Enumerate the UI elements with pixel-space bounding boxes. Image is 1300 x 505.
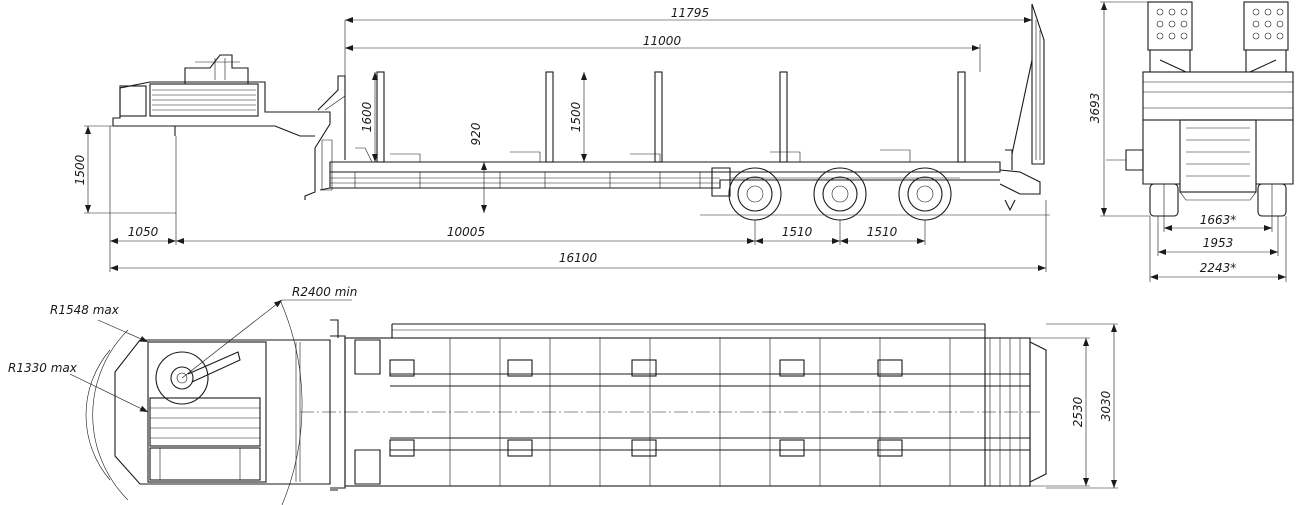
side-view <box>108 3 1050 221</box>
top-view <box>114 319 1047 491</box>
dim-2243: 2243* <box>1200 261 1237 275</box>
dim-1953: 1953 <box>1203 236 1234 250</box>
dim-r1548: R1548 max <box>50 303 120 317</box>
dim-1510-a: 1510 <box>782 225 813 239</box>
dim-10005: 10005 <box>447 225 485 239</box>
dim-1510-b: 1510 <box>867 225 898 239</box>
dim-920: 920 <box>469 122 483 145</box>
rear-view <box>1106 1 1294 217</box>
dim-1500-stake: 1500 <box>569 101 583 132</box>
dim-2530: 2530 <box>1071 396 1085 427</box>
rear-view-dimensions: 3693 1663* 1953 2243* <box>1088 1 1287 282</box>
side-view-dimensions: 11795 11000 1600 1500 920 1500 1050 1000… <box>73 4 1047 272</box>
top-view-dimensions: R1548 max R1330 max R2400 min 2530 3030 <box>8 285 1118 505</box>
dim-11795: 11795 <box>671 6 709 20</box>
dim-1500-height: 1500 <box>73 154 87 185</box>
dim-3030: 3030 <box>1099 390 1113 421</box>
axle-wheels <box>728 167 952 221</box>
dim-16100: 16100 <box>559 251 598 265</box>
dim-3693: 3693 <box>1088 93 1102 124</box>
dim-1050: 1050 <box>128 225 159 239</box>
stake-posts <box>376 71 966 163</box>
dim-1600: 1600 <box>360 101 374 132</box>
dim-1663: 1663* <box>1200 213 1237 227</box>
dim-r1330: R1330 max <box>8 361 78 375</box>
dim-r2400: R2400 min <box>292 285 357 299</box>
dim-11000: 11000 <box>643 34 682 48</box>
